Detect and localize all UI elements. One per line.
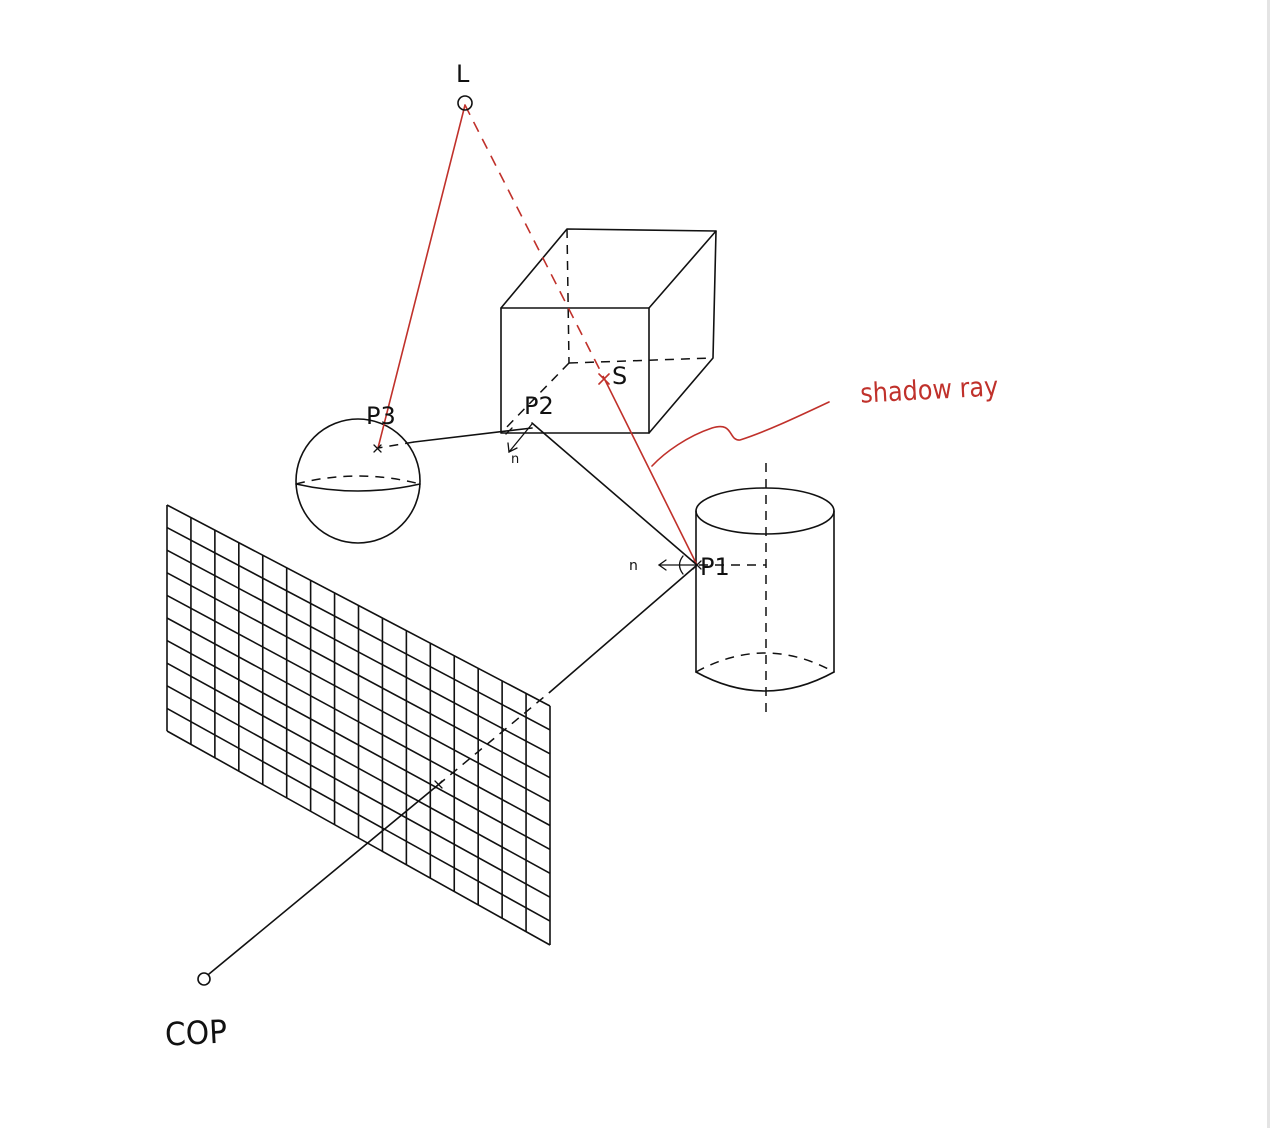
p1-marker — [692, 560, 702, 570]
grid-row-line — [166, 685, 551, 898]
p3-marker — [373, 444, 382, 453]
grid-row-line — [166, 504, 551, 707]
normal-label-p2: n — [511, 452, 519, 467]
light-label: L — [456, 60, 470, 88]
cube — [500, 228, 717, 434]
cop-marker — [197, 972, 211, 986]
grid-row-line — [166, 572, 551, 779]
grid-row-line — [166, 662, 551, 875]
angle-arc-p1 — [678, 555, 684, 575]
normal-arrow-p2 — [508, 423, 533, 453]
light-source-marker — [457, 95, 473, 111]
cop-label: COP — [164, 1012, 228, 1053]
grid-row-line — [166, 639, 551, 851]
shadow-point-label: S — [612, 362, 627, 390]
image-plane-grid — [166, 504, 551, 946]
point-markers — [197, 95, 702, 986]
grid-row-line — [166, 526, 551, 731]
sphere — [295, 418, 421, 544]
grid-row-line — [166, 730, 551, 946]
p3-label: P3 — [366, 402, 396, 430]
grid-row-line — [166, 549, 551, 755]
normal-label-p1: n — [629, 558, 638, 574]
p1-label: P1 — [700, 553, 730, 581]
shadow-ray-label: shadow ray — [860, 371, 999, 409]
shadow-intersection-marker — [598, 373, 610, 385]
p2-label: P2 — [524, 392, 554, 420]
scrollbar[interactable] — [1267, 0, 1270, 1128]
rays — [208, 422, 698, 975]
cylinder — [695, 463, 835, 718]
normals — [505, 423, 698, 575]
grid-row-line — [166, 707, 551, 922]
grid-row-line — [166, 594, 551, 803]
shadow-ray-callout-line — [651, 401, 830, 467]
shadow-rays — [377, 104, 830, 566]
grid-row-line — [166, 617, 551, 827]
